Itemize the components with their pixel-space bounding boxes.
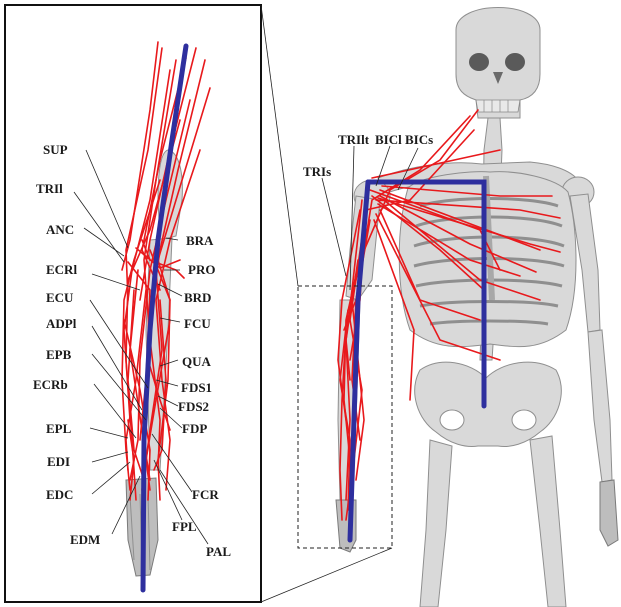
label-anc: ANC <box>46 222 74 237</box>
label-epl: EPL <box>46 421 72 436</box>
label-tril: TRIl <box>36 181 63 196</box>
label-fpl: FPL <box>172 519 197 534</box>
label-tris: TRIs <box>303 164 331 179</box>
label-fdp: FDP <box>182 421 207 436</box>
label-sup: SUP <box>43 142 68 157</box>
label-qua: QUA <box>182 354 212 369</box>
label-bicl: BICl <box>375 132 402 147</box>
zoom-projection-lines <box>261 5 392 602</box>
label-fds2: FDS2 <box>178 399 209 414</box>
pelvis <box>415 362 561 446</box>
label-adpl: ADPl <box>46 316 77 331</box>
label-pal: PAL <box>206 544 231 559</box>
label-fds1: FDS1 <box>181 380 212 395</box>
label-epb: EPB <box>46 347 72 362</box>
far-forearm <box>588 330 612 482</box>
left-femur <box>420 440 452 607</box>
full-skeleton-view: TRIs TRIlt BICl BICs <box>298 8 618 607</box>
label-fcr: FCR <box>192 487 219 502</box>
skull <box>456 8 540 119</box>
label-brd: BRD <box>184 290 211 305</box>
label-trilt: TRIlt <box>338 132 370 147</box>
label-pro: PRO <box>188 262 215 277</box>
rib-cage <box>399 172 576 347</box>
label-fcu: FCU <box>184 316 211 331</box>
label-ecu: ECU <box>46 290 74 305</box>
label-bics: BICs <box>405 132 433 147</box>
zoomed-forearm-panel: SUP TRIl ANC ECRl ECU ADPl EPB ECRb EPL … <box>5 5 261 602</box>
label-edc: EDC <box>46 487 73 502</box>
label-edm: EDM <box>70 532 100 547</box>
right-femur <box>530 436 566 607</box>
far-hand <box>600 480 618 546</box>
label-ecrb: ECRb <box>33 377 68 392</box>
label-ecrl: ECRl <box>46 262 77 277</box>
label-bra: BRA <box>186 233 214 248</box>
label-edi: EDI <box>47 454 70 469</box>
